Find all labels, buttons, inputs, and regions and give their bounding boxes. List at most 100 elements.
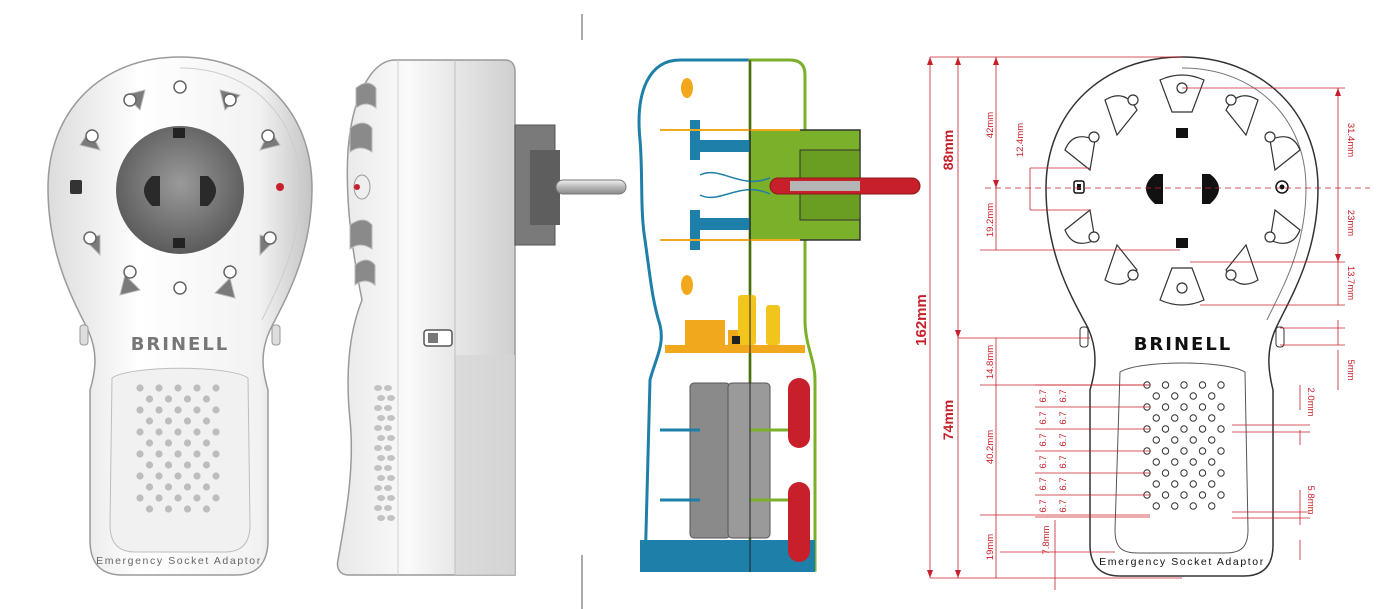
side-plug-face: [530, 150, 560, 225]
grip-hole: [1208, 458, 1216, 466]
grip-hole: [1208, 480, 1216, 488]
dim-brand-label: BRINELL: [1134, 334, 1233, 355]
dim-side-gap: 5mm: [1345, 359, 1356, 380]
side-clip-right: [271, 324, 281, 346]
row-pitch-label: 6.7: [1038, 477, 1049, 490]
row-pitch-label: 6.7: [1058, 411, 1069, 424]
dim-indicator-offset: 12.4mm: [1015, 123, 1026, 157]
grip-dot: [202, 417, 211, 425]
grip-dot: [193, 406, 201, 414]
cutaway-capacitor-2: [766, 305, 780, 345]
dim-clip-left: [1079, 326, 1089, 348]
grip-hole: [1161, 381, 1170, 389]
cutaway-red-cell-top: [788, 378, 810, 448]
grip-hole: [1208, 502, 1216, 510]
grip-dot: [155, 494, 163, 502]
socket-hole-left: [144, 176, 160, 206]
grip-dot: [164, 461, 173, 469]
grip-dot: [174, 494, 182, 502]
grip-hole: [1180, 425, 1188, 433]
grip-dot: [164, 439, 173, 447]
dim-grid-height: 40.2mm: [985, 430, 996, 464]
grip-hole: [1161, 425, 1170, 433]
side-grip-bump: [374, 465, 382, 471]
grip-dot: [136, 450, 144, 458]
ventilation-holes: [83, 80, 277, 295]
grip-dot: [202, 483, 211, 491]
front-grip-dots: [136, 384, 220, 513]
grip-dot: [202, 395, 211, 403]
side-grip-bump: [387, 435, 395, 441]
row-pitch-label: 6.7: [1058, 455, 1069, 468]
side-grip-bump: [384, 485, 392, 491]
grip-hole: [1171, 436, 1179, 444]
grip-dot: [145, 417, 154, 425]
grip-hole: [1152, 392, 1160, 400]
front-grip-panel: [109, 367, 251, 553]
grip-hole: [1198, 469, 1207, 477]
grip-dot: [136, 406, 144, 414]
side-grip-bump: [384, 425, 392, 431]
grip-dot: [136, 494, 144, 502]
grip-dot: [183, 505, 192, 513]
grip-dot: [193, 472, 201, 480]
dim-grip-panel: [1114, 362, 1249, 554]
dim-right-low: 13.7mm: [1345, 266, 1356, 300]
side-switch-knob: [428, 333, 438, 343]
side-view: [336, 59, 627, 576]
grip-hole: [1171, 414, 1179, 422]
side-grip-bump: [384, 505, 392, 511]
side-plug-pin: [555, 179, 627, 195]
side-grip-bump: [387, 475, 395, 481]
grip-dot: [212, 472, 220, 480]
front-inner-outline: [179, 67, 301, 321]
grip-dot: [212, 406, 220, 414]
row-pitch-label: 6.7: [1038, 411, 1049, 424]
grip-dot: [164, 505, 173, 513]
grip-hole: [1152, 414, 1160, 422]
grip-hole: [1189, 436, 1197, 444]
dim-top-head: 42mm: [985, 112, 996, 138]
side-grip-bump: [374, 505, 382, 511]
grip-dot: [174, 450, 182, 458]
side-vents: [349, 82, 377, 287]
dim-inner-outline: [1181, 67, 1307, 321]
dim-head: 88mm: [940, 130, 956, 170]
cutaway-red-cell-bottom: [788, 482, 810, 562]
cutaway-base: [640, 540, 750, 572]
grip-dot: [212, 384, 220, 392]
cutaway-pin-thread: [790, 181, 860, 191]
side-grip-bump: [377, 415, 385, 421]
dim-socket-right: [1202, 174, 1219, 204]
grip-hole: [1180, 403, 1188, 411]
grip-dot: [212, 450, 220, 458]
grip-dot: [212, 428, 220, 436]
cutaway-battery-right: [727, 382, 771, 539]
dim-right-mid: 23mm: [1345, 210, 1356, 236]
grip-hole: [1189, 458, 1197, 466]
grip-dot: [183, 417, 192, 425]
grip-hole: [1152, 502, 1160, 510]
dim-led: [1279, 184, 1285, 190]
grip-dot: [136, 384, 144, 392]
grip-dot: [183, 483, 192, 491]
grip-dot: [193, 384, 201, 392]
side-grip-bump: [384, 405, 392, 411]
dim-button-inner: [1077, 184, 1081, 190]
dim-hole: 2.0mm: [1305, 387, 1316, 416]
side-grip-bump: [387, 515, 395, 521]
grip-hole: [1171, 458, 1179, 466]
grip-hole: [1161, 403, 1170, 411]
grip-hole: [1217, 447, 1225, 455]
dim-neck: 14.8mm: [985, 345, 996, 379]
side-grip-bump: [377, 455, 385, 461]
dimension-lines: [929, 56, 1370, 590]
grip-hole: [1180, 381, 1188, 389]
dim-overall: 162mm: [913, 294, 930, 346]
grip-dot: [193, 450, 201, 458]
grip-hole: [1180, 491, 1188, 499]
grip-hole: [1198, 403, 1207, 411]
dimension-view: BRINELL Emergency Socket Adaptor: [913, 56, 1370, 590]
row-pitch-label: 6.7: [1058, 499, 1069, 512]
socket-recess: [116, 126, 244, 254]
